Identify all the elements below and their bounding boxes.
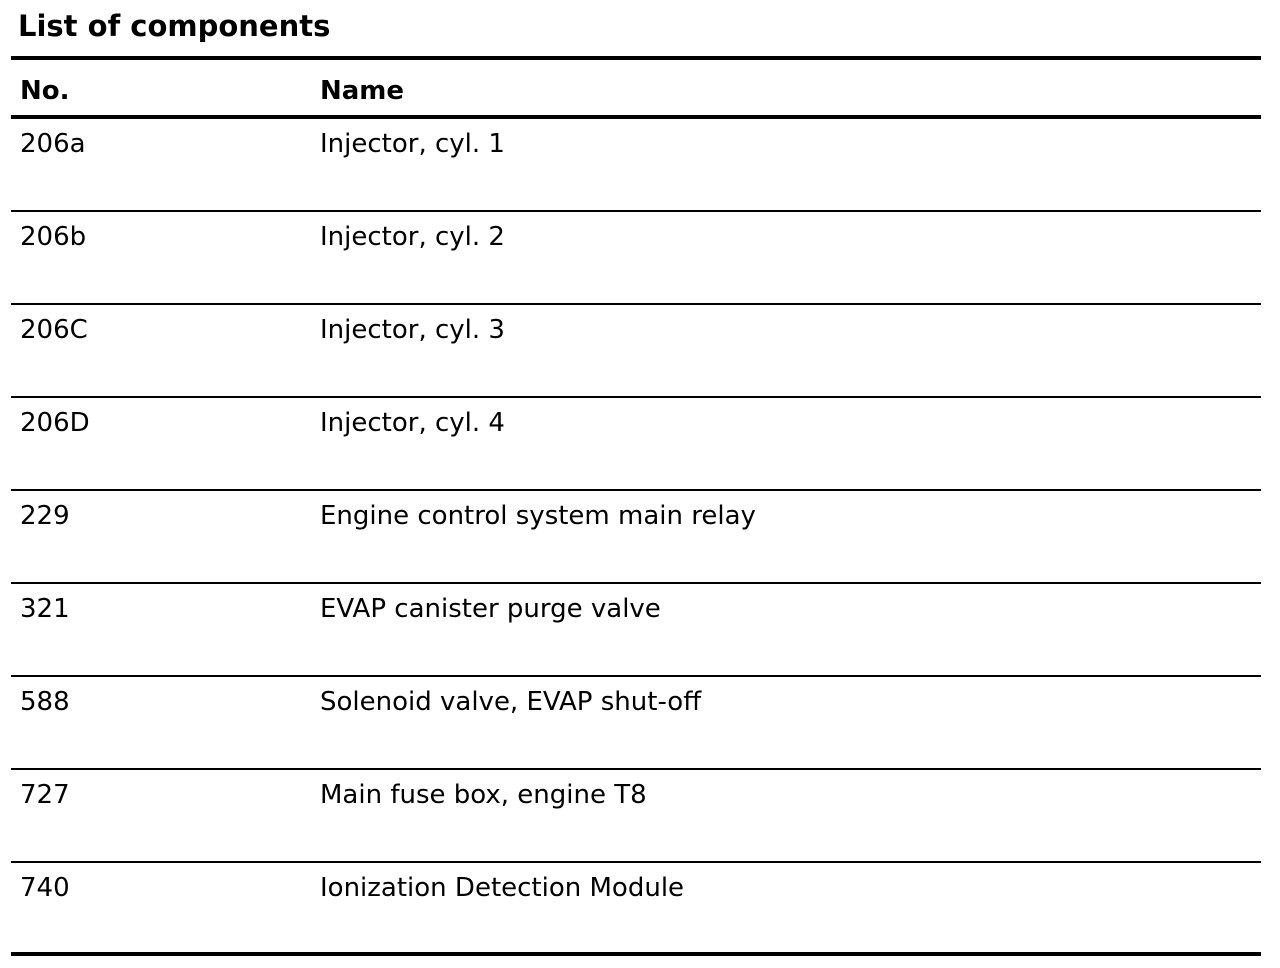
- page-title: List of components: [18, 9, 331, 43]
- component-name: Injector, cyl. 1: [320, 129, 505, 159]
- component-name: Main fuse box, engine T8: [320, 780, 647, 810]
- table-row: 321 EVAP canister purge valve: [11, 584, 1261, 677]
- table-row: 727 Main fuse box, engine T8: [11, 770, 1261, 863]
- table-row: 588 Solenoid valve, EVAP shut-off: [11, 677, 1261, 770]
- component-name: Injector, cyl. 2: [320, 222, 505, 252]
- column-header-name: Name: [320, 76, 405, 106]
- table-row: 229 Engine control system main relay: [11, 491, 1261, 584]
- component-number: 206a: [20, 129, 86, 159]
- component-number: 206D: [20, 408, 90, 438]
- component-name: Ionization Detection Module: [320, 873, 685, 903]
- component-number: 588: [20, 687, 70, 717]
- component-number: 206C: [20, 315, 88, 345]
- component-number: 321: [20, 594, 70, 624]
- table-row: 206a Injector, cyl. 1: [11, 119, 1261, 212]
- column-header-no: No.: [20, 76, 70, 106]
- components-table: No. Name 206a Injector, cyl. 1 206b Inje…: [11, 56, 1261, 956]
- component-name: EVAP canister purge valve: [320, 594, 661, 624]
- table-row: 206D Injector, cyl. 4: [11, 398, 1261, 491]
- component-number: 229: [20, 501, 70, 531]
- table-row: 740 Ionization Detection Module: [11, 863, 1261, 956]
- component-name: Engine control system main relay: [320, 501, 756, 531]
- component-name: Injector, cyl. 4: [320, 408, 505, 438]
- component-name: Injector, cyl. 3: [320, 315, 505, 345]
- component-number: 740: [20, 873, 70, 903]
- table-row: 206b Injector, cyl. 2: [11, 212, 1261, 305]
- component-number: 727: [20, 780, 70, 810]
- component-name: Solenoid valve, EVAP shut-off: [320, 687, 702, 717]
- table-row: 206C Injector, cyl. 3: [11, 305, 1261, 398]
- component-number: 206b: [20, 222, 87, 252]
- table-header-row: No. Name: [11, 60, 1261, 119]
